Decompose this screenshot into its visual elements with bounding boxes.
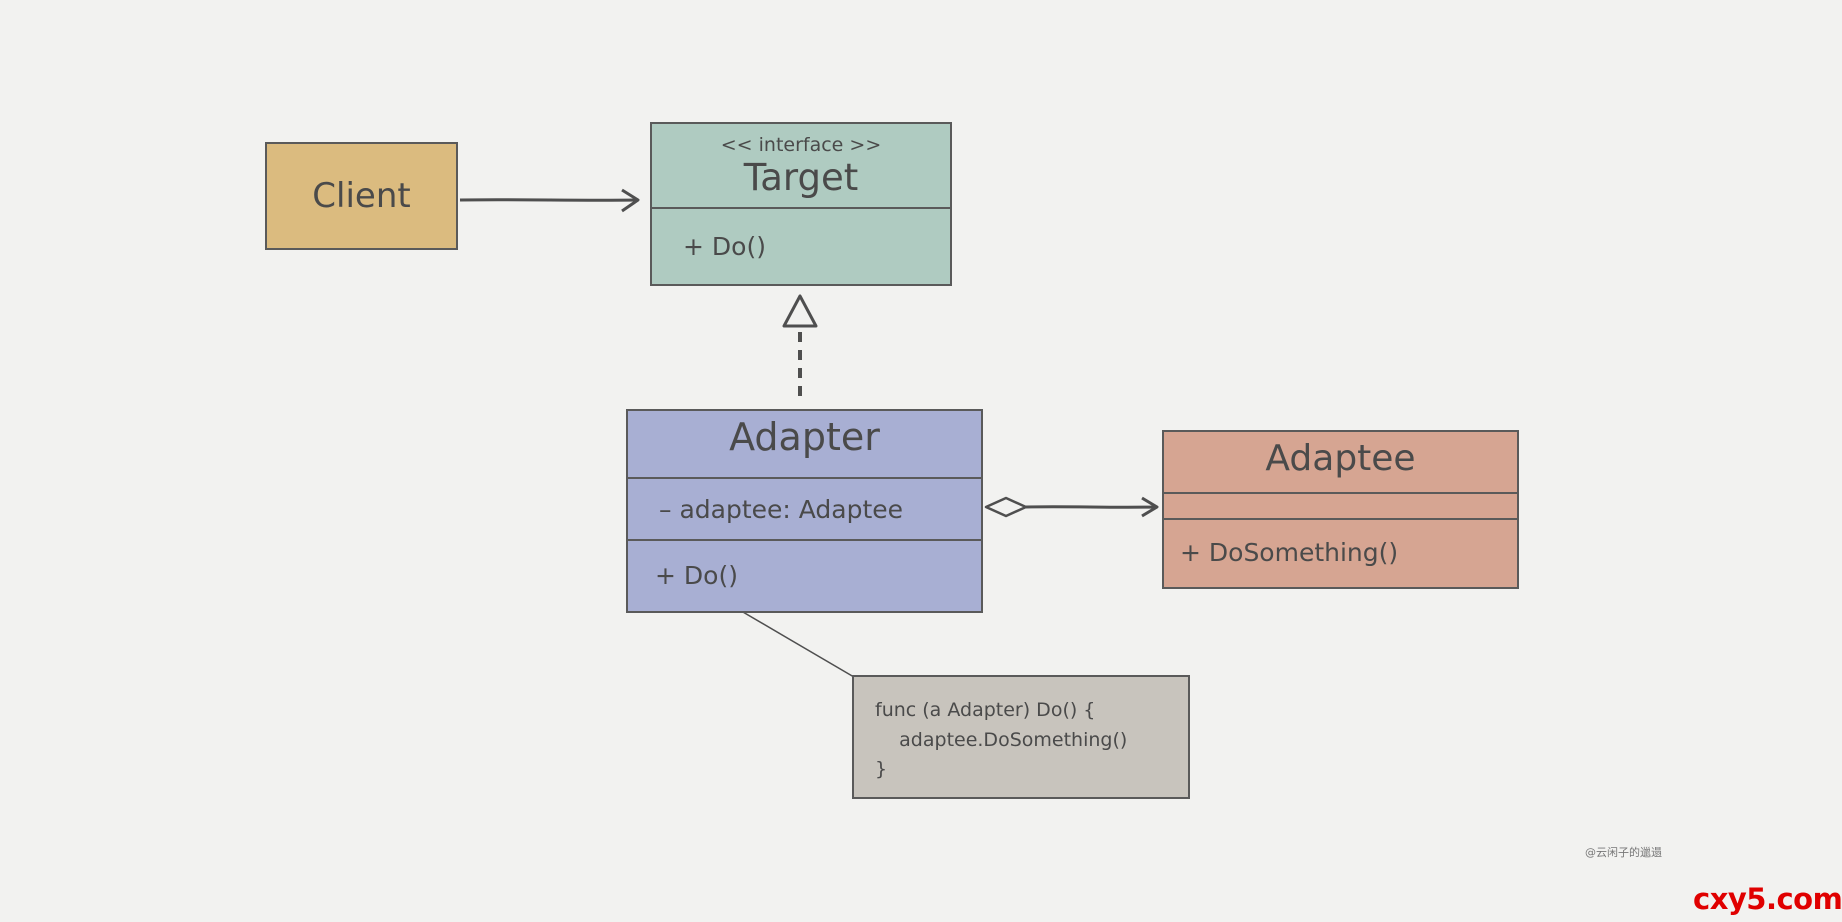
client-target-arrowhead (621, 188, 640, 213)
client-class-box: Client (265, 142, 458, 250)
client-class-name: Client (312, 176, 411, 216)
adaptee-name-divider (1164, 492, 1517, 494)
realization-triangle-arrowhead (782, 294, 818, 328)
adaptee-field-divider (1164, 518, 1517, 520)
author-watermark: @云闲子的邋遢 (1585, 846, 1662, 859)
adaptee-method: + DoSomething() (1180, 538, 1399, 567)
adapter-method: + Do() (655, 561, 738, 590)
client-target-association-line (459, 198, 637, 202)
adapter-class-name: Adapter (729, 415, 880, 459)
adapter-name-divider (628, 477, 981, 479)
target-divider (652, 207, 950, 209)
aggregation-diamond (984, 496, 1028, 518)
target-stereotype: << interface >> (720, 134, 882, 156)
note-code-line: func (a Adapter) Do() { (875, 699, 1096, 721)
aggregation-arrowhead (1141, 496, 1159, 518)
adapter-class-box: Adapter – adaptee: Adaptee + Do() (626, 409, 983, 613)
adaptee-class-box: Adaptee + DoSomething() (1162, 430, 1519, 589)
note-code-line: } (875, 758, 888, 780)
note-code-line: adaptee.DoSomething() (875, 729, 1128, 751)
code-note: func (a Adapter) Do() { adaptee.DoSometh… (852, 675, 1190, 799)
adapter-field-divider (628, 539, 981, 541)
target-class-name: Target (743, 156, 859, 199)
adapter-field: – adaptee: Adaptee (659, 495, 904, 524)
aggregation-line (1025, 505, 1156, 509)
target-method: + Do() (683, 232, 766, 261)
site-brand-logo: cxy5.com (1693, 882, 1842, 916)
target-interface-box: << interface >> Target + Do() (650, 122, 952, 286)
adaptee-class-name: Adaptee (1265, 438, 1416, 479)
